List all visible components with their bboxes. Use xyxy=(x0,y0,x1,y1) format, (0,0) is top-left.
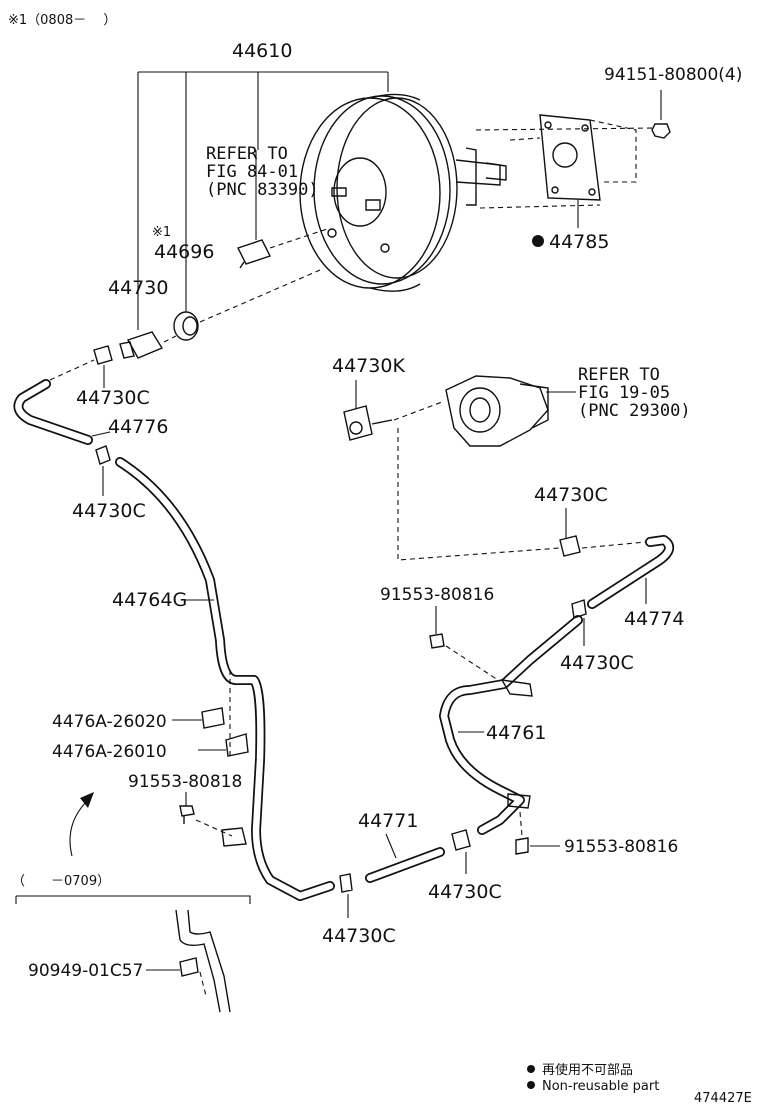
non-reusable-dot-icon xyxy=(532,235,544,247)
hose-44771[interactable] xyxy=(365,833,445,883)
label-44774[interactable]: 44774 xyxy=(624,608,684,630)
clip-44730C-a[interactable] xyxy=(93,345,113,388)
inset-old-type xyxy=(15,895,251,1013)
label-90949-01C57[interactable]: 90949-01C57 xyxy=(28,961,143,981)
vacuum-pump[interactable] xyxy=(445,375,576,447)
refer1-line3: (PNC 83390) xyxy=(206,180,319,200)
label-44730C-f[interactable]: 44730C xyxy=(322,925,396,947)
label-44730C-a[interactable]: 44730C xyxy=(76,387,150,409)
label-44764G[interactable]: 44764G xyxy=(112,589,187,611)
refer2-line3: (PNC 29300) xyxy=(578,401,691,421)
hose-44764G[interactable] xyxy=(115,457,335,901)
refer1-line1: REFER TO xyxy=(206,144,288,164)
brake-booster[interactable] xyxy=(299,93,507,292)
clip-44730C-c[interactable] xyxy=(397,428,647,561)
sensor-connector[interactable] xyxy=(237,150,331,269)
label-4476A-26010[interactable]: 4476A-26010 xyxy=(52,742,167,762)
note-bottom-range: （ －0709） xyxy=(12,874,110,889)
label-44730C-b[interactable]: 44730C xyxy=(72,500,146,522)
refer2-line2[interactable]: FIG 19-05 xyxy=(578,383,670,403)
legend-en: Non-reusable part xyxy=(542,1079,659,1094)
nut-94151[interactable] xyxy=(651,90,671,139)
label-91553-80816-b[interactable]: 91553-80816 xyxy=(564,837,678,857)
refer1-line2[interactable]: FIG 84-01 xyxy=(206,162,298,182)
figure-id: 474427E xyxy=(694,1091,752,1106)
legend-dot-icon-en xyxy=(527,1081,535,1089)
label-44730C-d[interactable]: 44730C xyxy=(560,652,634,674)
clip-44730C-b[interactable] xyxy=(95,445,111,496)
label-4476A-26020[interactable]: 4476A-26020 xyxy=(52,712,167,732)
label-94151-80800[interactable]: 94151-80800(4) xyxy=(604,65,742,85)
bolt-91553-80818[interactable] xyxy=(179,792,247,847)
bracket-44610 xyxy=(137,71,389,330)
label-91553-80818[interactable]: 91553-80818 xyxy=(128,772,242,792)
pipe-44761[interactable] xyxy=(439,615,583,835)
legend-dot-icon-jp xyxy=(527,1065,535,1073)
label-44730C-e[interactable]: 44730C xyxy=(428,881,502,903)
mark-44696: ※1 xyxy=(152,225,171,240)
clip-44730C-d[interactable] xyxy=(571,599,587,646)
clip-44730C-e[interactable] xyxy=(451,829,471,874)
bolt-91553-80816-a[interactable] xyxy=(429,606,499,681)
check-valve-44730[interactable] xyxy=(119,331,177,359)
gasket-44785[interactable] xyxy=(475,114,656,228)
note-top: ※1（0808－ ） xyxy=(8,13,116,28)
union-44730K[interactable] xyxy=(343,380,443,441)
hose-44776[interactable] xyxy=(13,359,111,445)
label-44776[interactable]: 44776 xyxy=(108,416,168,438)
bolt-91553-80816-b[interactable] xyxy=(515,811,560,855)
hose-44774[interactable] xyxy=(587,535,675,609)
label-44730C-c[interactable]: 44730C xyxy=(534,484,608,506)
clip-4476A-26020[interactable] xyxy=(172,707,225,729)
clip-4476A-26010[interactable] xyxy=(198,733,249,757)
legend-jp: 再使用不可部品 xyxy=(542,1062,633,1078)
label-44771[interactable]: 44771 xyxy=(358,810,418,832)
label-44730K[interactable]: 44730K xyxy=(332,355,405,377)
label-44696[interactable]: 44696 xyxy=(154,241,214,263)
label-44761[interactable]: 44761 xyxy=(486,722,546,744)
direction-arrow-icon xyxy=(69,792,94,857)
label-91553-80816-a[interactable]: 91553-80816 xyxy=(380,585,494,605)
grommet-44696[interactable] xyxy=(173,269,321,341)
clip-44730C-f[interactable] xyxy=(339,873,353,918)
refer2-line1: REFER TO xyxy=(578,365,660,385)
label-44785[interactable]: 44785 xyxy=(549,231,609,253)
label-44610[interactable]: 44610 xyxy=(232,40,292,62)
